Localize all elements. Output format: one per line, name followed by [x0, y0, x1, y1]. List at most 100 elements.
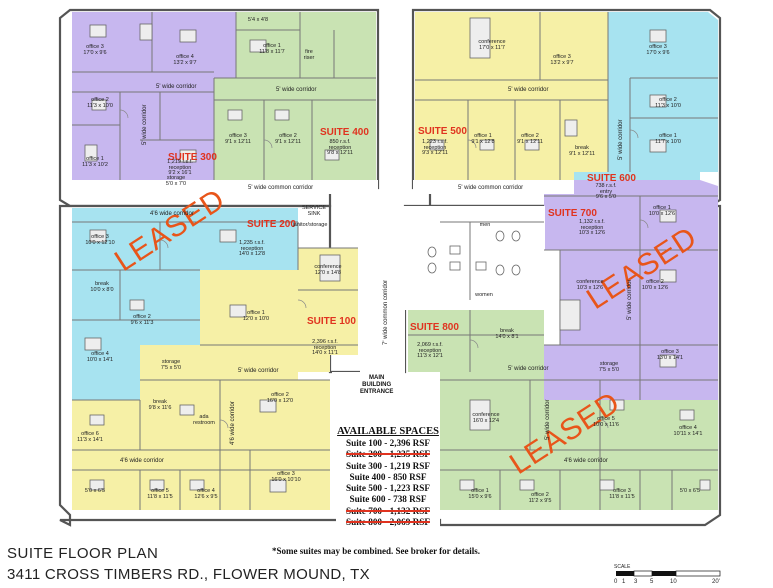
suite-700-label: SUITE 700 [548, 208, 597, 219]
corridor-400: 5' wide corridor [276, 87, 317, 93]
room-label: break 9'8 x 11'6 [148, 399, 172, 411]
legend-item: Suite 200 - 1,235 RSF [346, 449, 430, 460]
corridor-center-vertical: 7' wide common corridor [383, 279, 389, 345]
room-label: conference 10'3 x 12'6 [576, 279, 604, 291]
room-label: 1,219 r.s.f. reception 9'2 x 16'1 [167, 159, 193, 176]
room-label: office 2 16'0 x 12'0 [266, 392, 294, 404]
room-label: 5'4 x 4'8 [247, 17, 269, 23]
legend-item: Suite 100 - 2,396 RSF [346, 438, 430, 448]
room-label: office 3 10'0 x 12'10 [85, 234, 115, 246]
room-label: office 3 9'1 x 12'11 [225, 133, 251, 145]
zone-suite-800 [408, 310, 718, 510]
room-label: office 1 11'7 x 10'0 [655, 133, 681, 145]
room-label: 1,223 r.s.f. reception 9'3 x 12'11 [422, 139, 448, 156]
furniture [84, 17, 711, 493]
corridor-lower-right: 4'6 wide corridor [564, 458, 608, 464]
room-label: office 2 9'6 x 11'3 [130, 314, 154, 326]
room-label: storage 7'5 x 5'0 [598, 361, 620, 373]
corridor-300: 5' wide corridor [156, 84, 197, 90]
room-label: SERVICE SINK [301, 205, 327, 217]
room-label: office 4 10'0 x 14'1 [86, 351, 114, 363]
suite-500-label: SUITE 500 [418, 126, 467, 137]
room-label: 5'0 x 6'5 [679, 488, 701, 494]
room-label: ada restroom [193, 414, 215, 426]
corridor-600-vertical: 5' wide corridor [618, 119, 624, 161]
room-label: office 4 13'2 x 9'7 [173, 54, 197, 66]
scale-tick-label: 10 [670, 579, 677, 585]
interior-walls [72, 12, 718, 510]
room-label: office 4 10'11 x 14'1 [673, 425, 703, 437]
room-label: office 3 17'0 x 9'6 [646, 44, 670, 56]
corridor-100-vertical: 4'6 wide corridor [230, 401, 236, 445]
plan-title: SUITE FLOOR PLAN [7, 545, 159, 562]
room-label: office 1 9'1 x 12'8 [471, 133, 495, 145]
room-label: office 4 12'6 x 9'5 [194, 488, 218, 500]
legend-item: Suite 600 - 738 RSF [349, 494, 427, 505]
suite-200-label: SUITE 200 [247, 219, 296, 230]
room-label: conference 17'0 x 11'7 [478, 39, 506, 51]
room-label: office 5 11'8 x 11'5 [147, 488, 173, 500]
zone-suite-200 [72, 208, 298, 400]
main-entrance-label: MAIN BUILDING ENTRANCE [360, 375, 394, 395]
room-label: women [475, 292, 493, 298]
legend-item: Suite 700 - 1,132 RSF [346, 505, 430, 516]
room-label: office 2 11'3 x 10'0 [87, 97, 113, 109]
scale-tick-label: 1 [622, 579, 626, 585]
room-label: office 1 10'0 x 12'6 [648, 205, 676, 217]
corridor-700-vertical: 5' wide corridor [627, 279, 633, 321]
zone-suite-100 [140, 248, 358, 380]
broker-note: *Some suites may be combined. See broker… [272, 546, 480, 556]
scale-tick-label: 20' [712, 579, 720, 585]
legend-item: Suite 400 - 850 RSF [349, 471, 427, 482]
scale-tick-label: 0 [614, 579, 618, 585]
room-label: office 1 12'0 x 10'0 [242, 310, 270, 322]
suite-800-label: SUITE 800 [410, 322, 459, 333]
room-label: office 2 11'3 x 10'0 [655, 97, 681, 109]
legend-item: Suite 500 - 1,223 RSF [346, 483, 430, 494]
corridor-lower-left: 4'6 wide corridor [120, 458, 164, 464]
corridor-800: 5' wide corridor [508, 366, 549, 372]
scale-tick-label: 5 [650, 579, 654, 585]
corridor-common-right: 5' wide common corridor [458, 185, 524, 191]
room-label: conference 16'0 x 12'4 [472, 412, 500, 424]
room-label: 1,132 r.s.f. reception 10'3 x 12'6 [578, 219, 606, 236]
room-label: storage 5'0 x 7'0 [165, 175, 187, 187]
room-label: break 10'0 x 8'0 [90, 281, 114, 293]
scale-bar [616, 570, 721, 577]
scale-tick-label: 3 [634, 579, 638, 585]
room-label: office 6 11'3 x 14'1 [77, 431, 103, 443]
room-label: office 2 9'1 x 12'11 [517, 133, 543, 145]
corridor-common-left: 5' wide common corridor [248, 185, 314, 191]
room-label: 2,069 r.s.f. reception 11'3 x 12'1 [417, 342, 443, 359]
room-label: 850 r.s.f. reception 9'8 x 12'11 [327, 139, 353, 156]
suite-300-label: SUITE 300 [168, 152, 217, 163]
zone-suite-600b [574, 172, 700, 180]
room-label: 1,235 r.s.f. reception 14'0 x 12'8 [238, 240, 266, 257]
suite-100-label: SUITE 100 [307, 316, 356, 327]
legend-item: Suite 800 - 2,069 RSF [346, 517, 430, 528]
room-label: office 3 13'0 x 14'1 [656, 349, 684, 361]
corridor-200: 4'6 wide corridor [150, 211, 194, 217]
zone-suite-lower-left [72, 380, 330, 510]
room-label: break 9'1 x 12'11 [569, 145, 595, 157]
room-label: break 14'0 x 8'1 [495, 328, 519, 340]
room-label: office 1 15'0 x 9'6 [468, 488, 492, 500]
corridor-100: 5' wide corridor [238, 368, 279, 374]
zone-suite-400 [214, 12, 376, 180]
room-label: 738 r.s.f. entry 9'6 x 5'0 [595, 183, 617, 200]
room-label: janitor/storage [292, 222, 328, 228]
corridors [212, 180, 574, 372]
room-label: office 5 10'0 x 11'6 [593, 416, 619, 428]
restroom-fixtures [427, 230, 521, 276]
legend-item: Suite 300 - 1,219 RSF [346, 460, 430, 471]
room-label: office 2 9'1 x 12'11 [275, 133, 301, 145]
room-label: men [479, 222, 491, 228]
doors [119, 109, 649, 429]
room-label: office 1 11'3 x 10'2 [82, 156, 108, 168]
plan-address: 3411 CROSS TIMBERS RD., FLOWER MOUND, TX [7, 566, 370, 583]
corridor-800-vertical: 5' wide corridor [545, 399, 551, 441]
room-label: storage 7'5 x 5'0 [160, 359, 182, 371]
room-label: 2,396 r.s.f. reception 14'0 x 11'1 [312, 339, 338, 356]
